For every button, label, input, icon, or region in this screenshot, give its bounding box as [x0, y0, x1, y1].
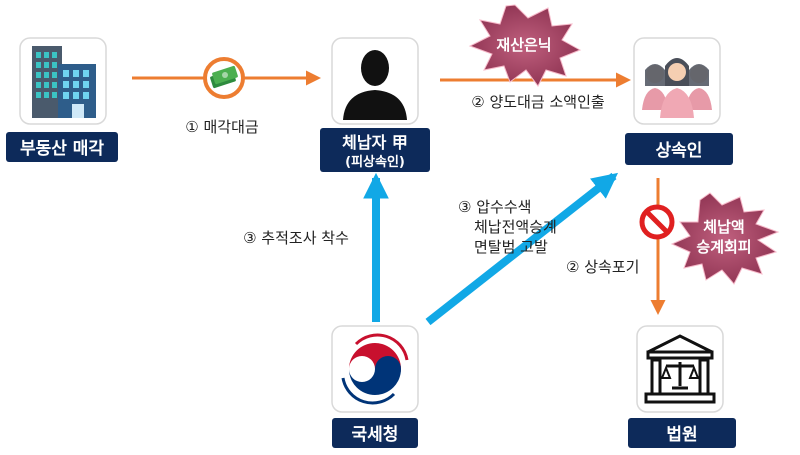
caption-withdraw-cash: ② 양도대금 소액인출 [471, 93, 604, 111]
prohibition-icon [639, 204, 675, 240]
caption-tracking-start: ③ 추적조사 착수 [243, 229, 349, 247]
building-icon [32, 46, 96, 118]
asset-hiding-text: 재산은닉 [496, 36, 551, 54]
person-silhouette-icon [343, 50, 407, 120]
heirs-label: 상속인 [656, 141, 703, 161]
courthouse-icon [644, 334, 716, 404]
arrow-seizure [425, 172, 619, 326]
delinquent-label: 체납자 甲 [342, 133, 408, 152]
caption-seizure-3: 면탈범 고발 [474, 238, 548, 256]
delinquent-sublabel: (피상속인) [345, 154, 405, 170]
real-estate-label: 부동산 매각 [20, 139, 104, 159]
caption-renounce-inheritance: ② 상속포기 [566, 258, 639, 276]
callout-avoid-succession: 체납액 승계회피 [670, 192, 780, 285]
node-tax-office: 국세청 [331, 325, 419, 448]
node-court: 법원 [628, 325, 736, 448]
callout-asset-hiding: 재산은닉 [468, 4, 582, 87]
money-icon [203, 57, 245, 99]
node-heirs: 상속인 [625, 37, 733, 165]
avoid-succession-text-2: 승계회피 [696, 238, 751, 256]
caption-seizure-2: 체납전액승계 [474, 218, 557, 236]
node-delinquent: 체납자 甲 (피상속인) [320, 37, 430, 172]
court-label: 법원 [666, 425, 697, 445]
caption-sale-payment: ① 매각대금 [185, 118, 259, 136]
avoid-succession-text-1: 체납액 [703, 218, 744, 236]
node-real-estate: 부동산 매각 [6, 37, 118, 162]
tax-office-label: 국세청 [352, 424, 399, 445]
caption-seizure-1: ③ 압수수색 [458, 198, 531, 216]
people-group-icon [642, 58, 712, 118]
taeguk-emblem-icon [341, 333, 409, 405]
